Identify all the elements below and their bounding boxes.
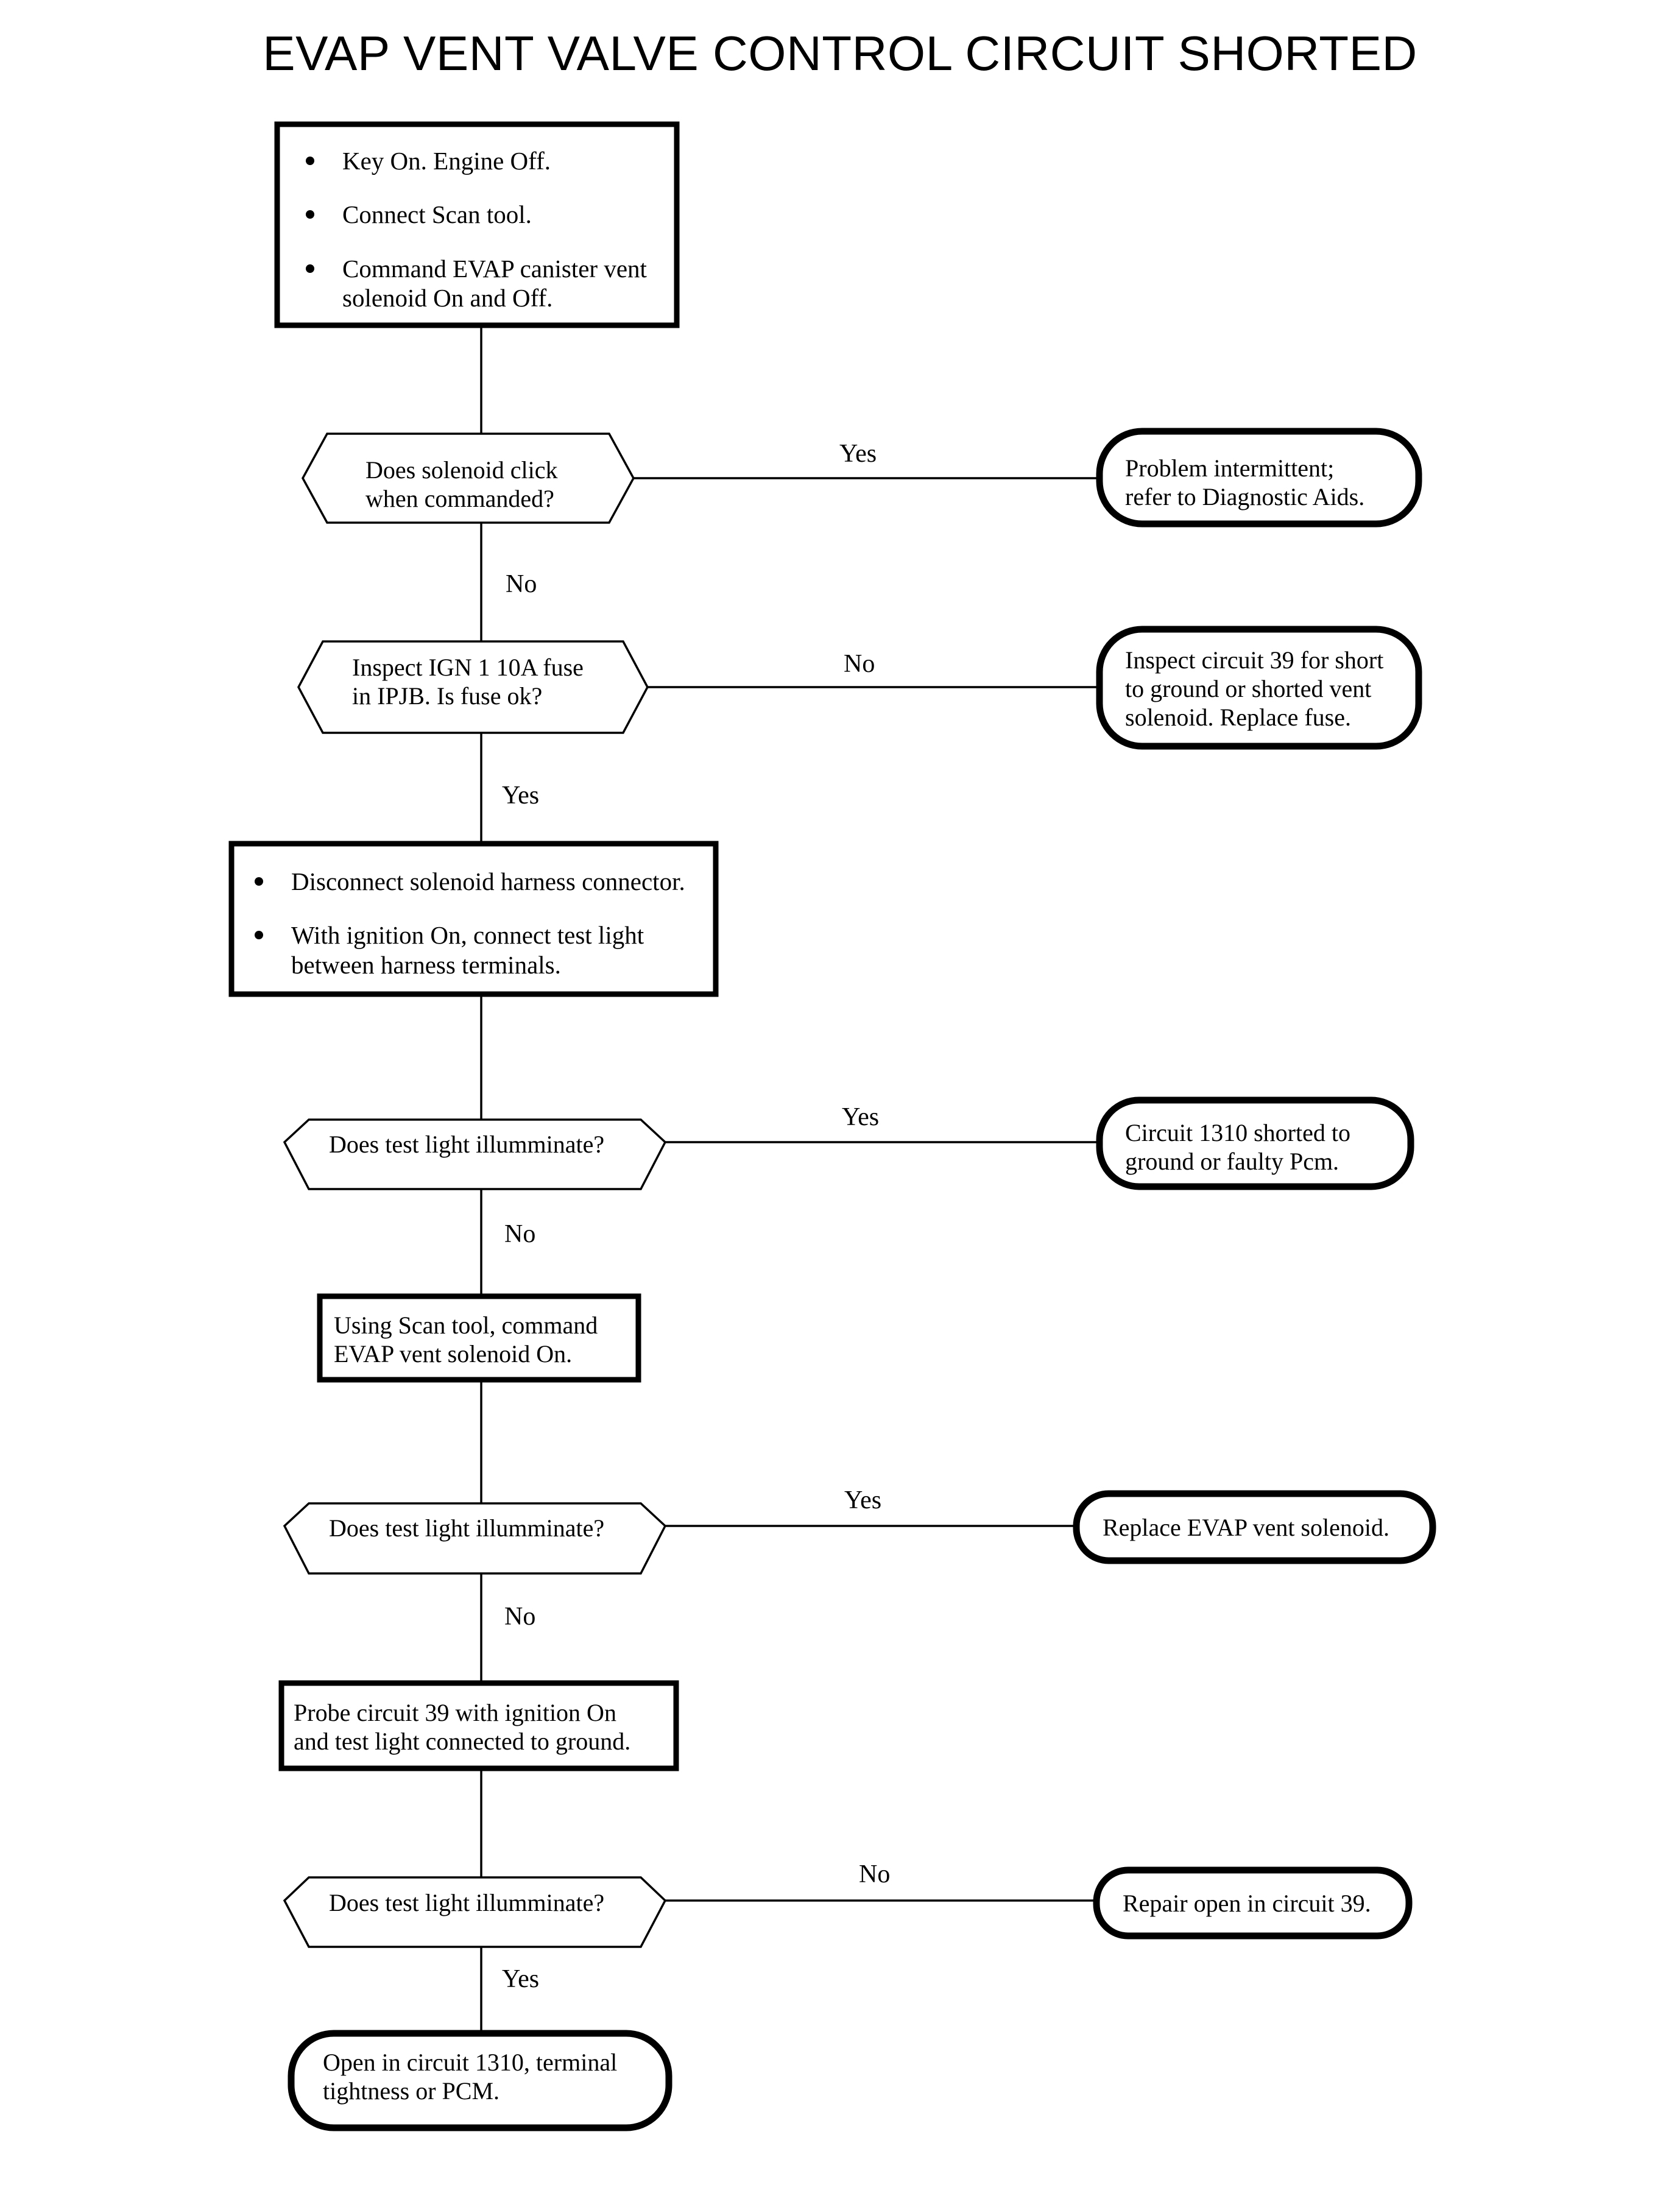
start-steps-bullet-2: Command EVAP canister vent solenoid On a… xyxy=(342,254,647,312)
list-item: Key On. Engine Off. xyxy=(302,146,662,175)
r-replace-solenoid-label: Replace EVAP vent solenoid. xyxy=(1103,1514,1390,1541)
edge-label-q1-no: No xyxy=(506,570,537,598)
node-q-fuse-ok xyxy=(297,640,649,734)
edge-label-q4-no: No xyxy=(504,1603,536,1631)
start-steps-bullet-1: Connect Scan tool. xyxy=(342,200,532,229)
edge-label-q3-yes: Yes xyxy=(842,1103,880,1131)
step-scan-command-label: Using Scan tool, command EVAP vent solen… xyxy=(334,1312,598,1368)
edge-label-q2-no: No xyxy=(844,650,875,678)
r-open-1310-label: Open in circuit 1310, terminal tightness… xyxy=(323,2049,618,2105)
list-item: Command EVAP canister vent solenoid On a… xyxy=(302,254,662,313)
node-start-steps xyxy=(274,121,680,328)
node-r-open-1310 xyxy=(288,2030,672,2131)
steps-disconnect-bullet-0: Disconnect solenoid harness connector. xyxy=(291,867,685,895)
node-q-solenoid-click xyxy=(302,432,635,524)
edge-label-q4-yes: Yes xyxy=(844,1486,882,1514)
steps-disconnect-bullet-1: With ignition On, connect test light bet… xyxy=(291,921,644,979)
bullet-dot-icon xyxy=(255,931,263,940)
r-1310-shorted-label: Circuit 1310 shorted to ground or faulty… xyxy=(1125,1119,1350,1176)
node-q-testlight-2 xyxy=(283,1502,667,1575)
steps-disconnect-bullet-list: Disconnect solenoid harness connector. W… xyxy=(251,867,702,980)
r-repair-open-39-label: Repair open in circuit 39. xyxy=(1123,1890,1371,1917)
node-q-testlight-3 xyxy=(283,1876,667,1948)
q-testlight-3-label: Does test light illumminate? xyxy=(329,1889,605,1916)
list-item: Disconnect solenoid harness connector. xyxy=(251,867,702,896)
node-step-scan-command xyxy=(317,1293,641,1383)
q-solenoid-click-label: Does solenoid click when commanded? xyxy=(365,456,558,513)
node-r-repair-open-39 xyxy=(1093,1866,1413,1940)
node-steps-disconnect xyxy=(228,841,719,997)
start-steps-bullet-0: Key On. Engine Off. xyxy=(342,147,551,175)
q-fuse-ok-label: Inspect IGN 1 10A fuse in IPJB. Is fuse … xyxy=(352,654,584,710)
bullet-dot-icon xyxy=(306,264,314,273)
bullet-dot-icon xyxy=(255,877,263,886)
node-r-1310-shorted xyxy=(1096,1096,1414,1190)
r-intermittent-label: Problem intermittent; refer to Diagnosti… xyxy=(1125,454,1365,511)
node-step-probe-39 xyxy=(278,1680,679,1771)
node-r-replace-solenoid xyxy=(1073,1490,1436,1564)
start-steps-bullet-list: Key On. Engine Off. Connect Scan tool. C… xyxy=(302,146,662,313)
edge-label-q1-yes: Yes xyxy=(839,440,877,468)
bullet-dot-icon xyxy=(306,210,314,219)
q-testlight-1-label: Does test light illumminate? xyxy=(329,1131,605,1158)
q-testlight-2-label: Does test light illumminate? xyxy=(329,1514,605,1542)
step-probe-39-label: Probe circuit 39 with ignition On and te… xyxy=(294,1699,631,1756)
node-q-testlight-1 xyxy=(283,1118,667,1190)
edge-label-q3-no: No xyxy=(504,1220,536,1248)
r-inspect-39-label: Inspect circuit 39 for short to ground o… xyxy=(1125,646,1384,732)
page-title: EVAP VENT VALVE CONTROL CIRCUIT SHORTED xyxy=(263,26,1417,80)
node-r-intermittent xyxy=(1096,428,1422,528)
bullet-dot-icon xyxy=(306,157,314,165)
edge-label-q2-yes: Yes xyxy=(502,782,540,810)
list-item: With ignition On, connect test light bet… xyxy=(251,920,702,980)
edge-label-q5-yes: Yes xyxy=(502,1965,540,1993)
edge-label-q5-no: No xyxy=(859,1860,891,1888)
node-r-inspect-39 xyxy=(1096,626,1422,750)
list-item: Connect Scan tool. xyxy=(302,200,662,229)
